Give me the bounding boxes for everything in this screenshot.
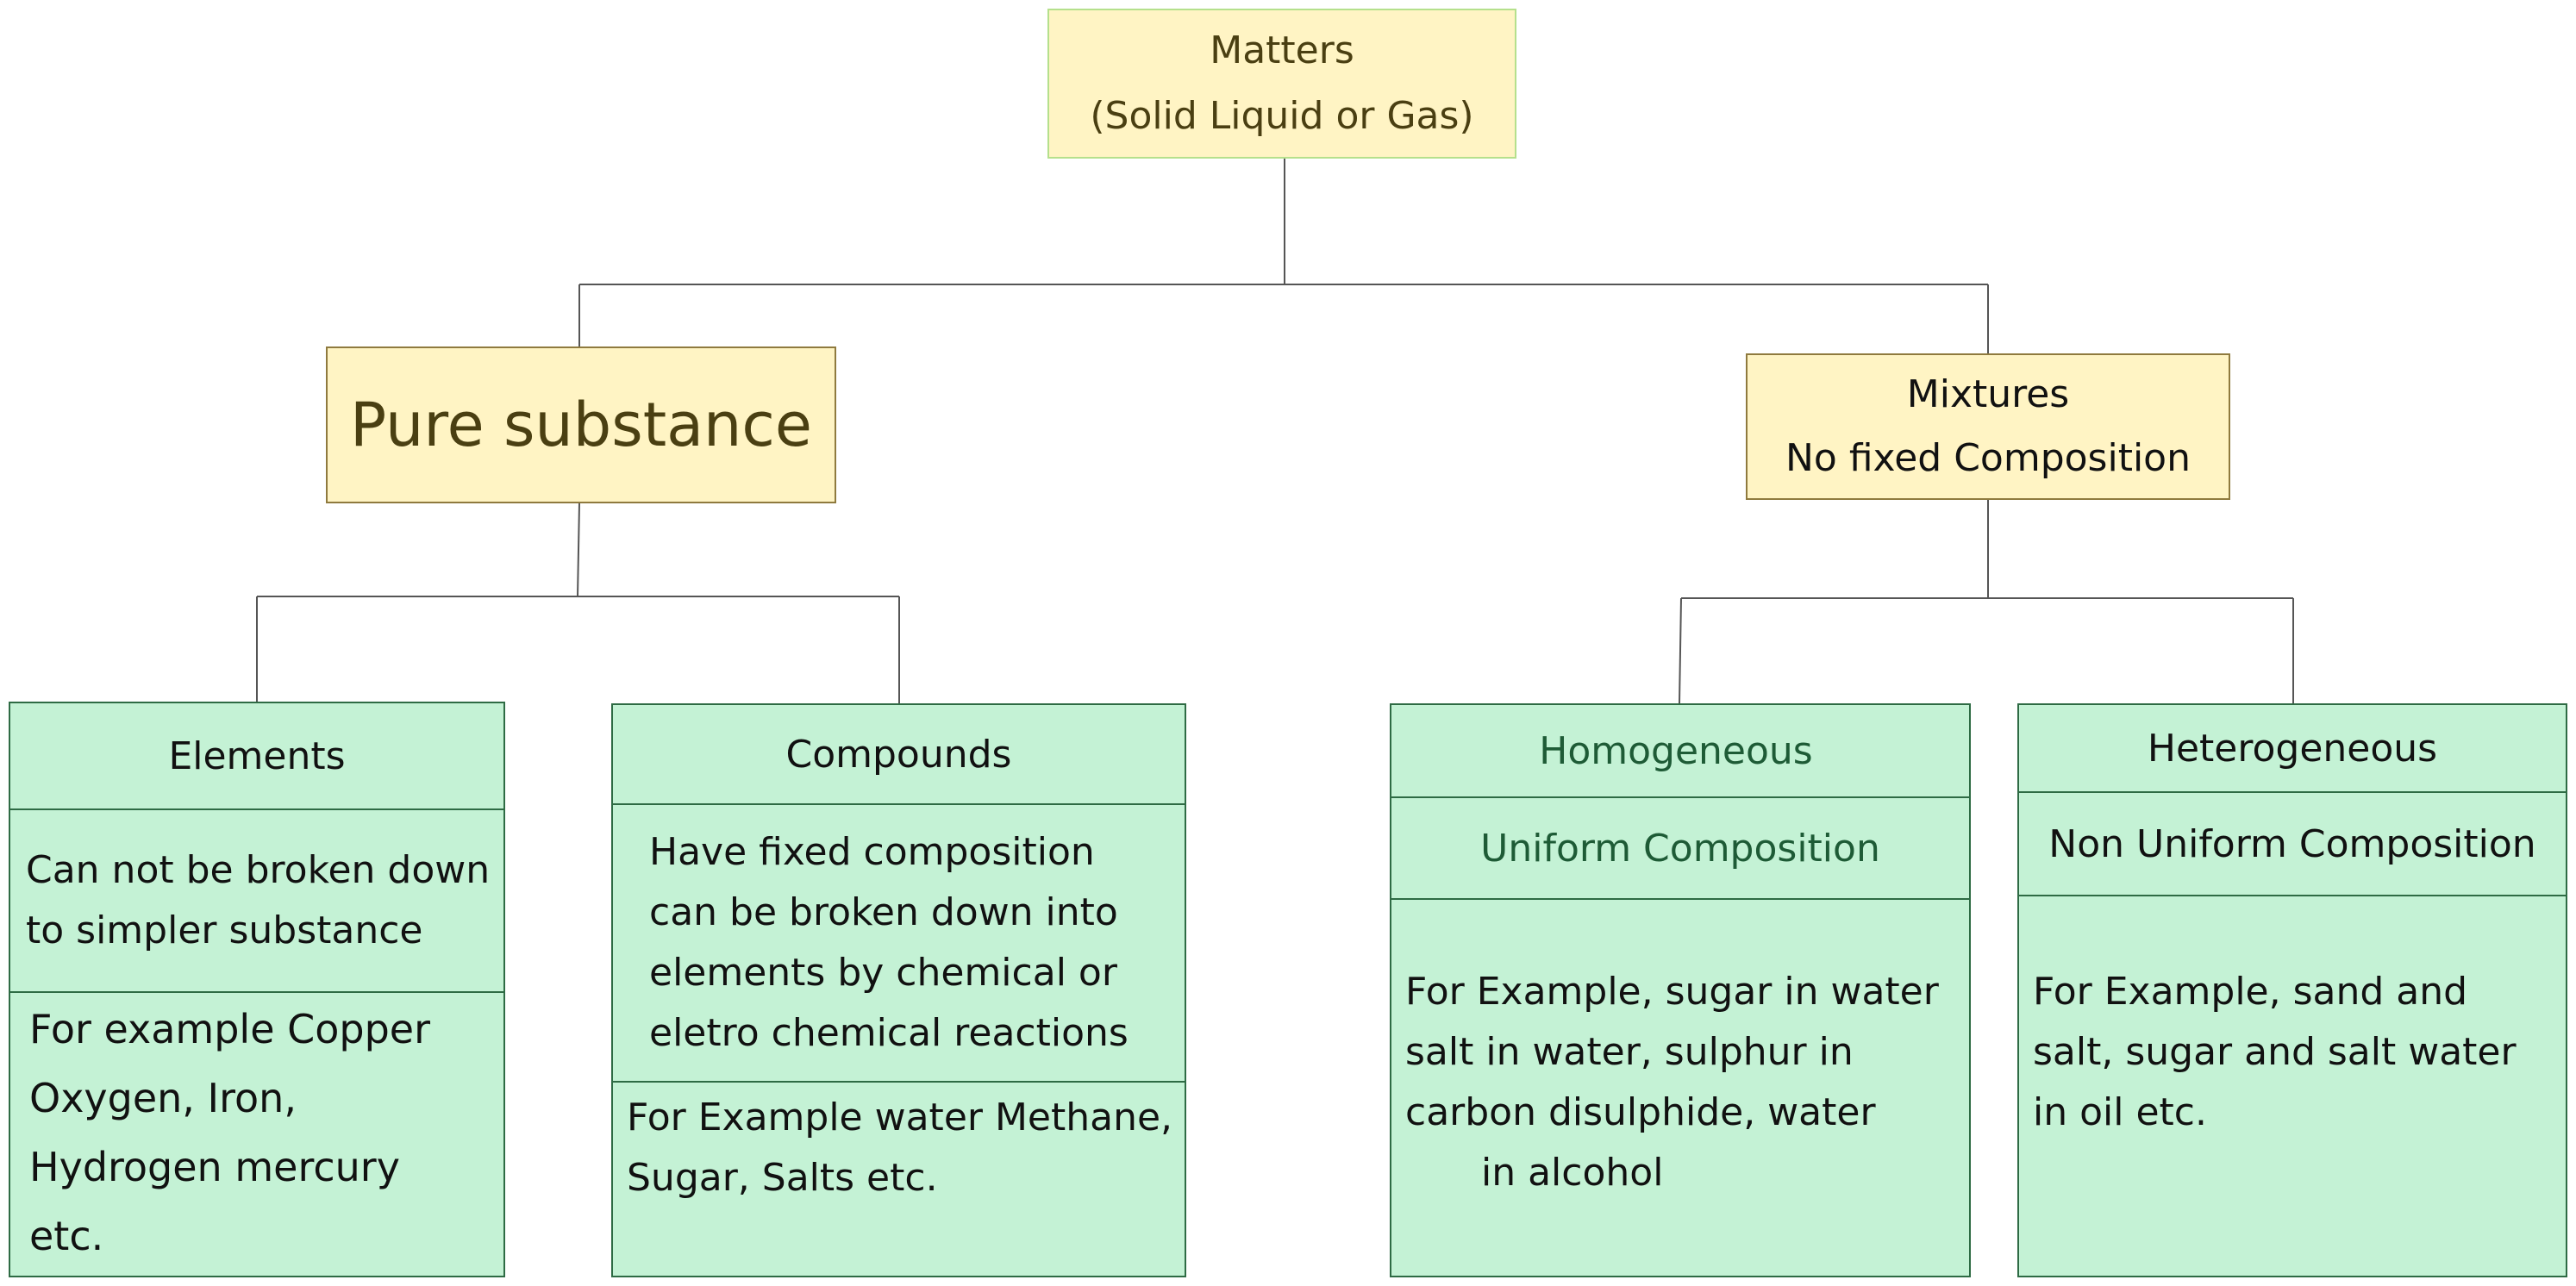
- elements-example-line: Oxygen, Iron,: [29, 1075, 297, 1121]
- compounds-title: Compounds: [785, 732, 1012, 777]
- heterogeneous-desc-line: Non Uniform Composition: [2048, 821, 2536, 866]
- connector-to-homogeneous: [1679, 597, 1682, 704]
- heterogeneous-example-cell: For Example, sand and salt, sugar and sa…: [2019, 896, 2566, 1276]
- compounds-example-cell: For Example water Methane, Sugar, Salts …: [613, 1083, 1185, 1276]
- elements-title: Elements: [168, 734, 346, 778]
- homogeneous-desc-line: Uniform Composition: [1480, 826, 1880, 871]
- homogeneous-example-line: carbon disulphide, water: [1405, 1090, 1876, 1134]
- heterogeneous-node: Heterogeneous Non Uniform Composition Fo…: [2017, 703, 2567, 1277]
- compounds-example-line: For Example water Methane,: [627, 1096, 1173, 1139]
- elements-desc-line: to simpler substance: [26, 908, 423, 952]
- pure-substance-label: Pure substance: [350, 390, 812, 460]
- compounds-example-line: Sugar, Salts etc.: [627, 1156, 938, 1200]
- elements-example-line: For example Copper: [29, 1006, 430, 1052]
- matters-subtitle: (Solid Liquid or Gas): [1090, 94, 1474, 138]
- elements-example-line: etc.: [29, 1213, 104, 1259]
- heterogeneous-example-line: For Example, sand and: [2033, 970, 2468, 1014]
- elements-desc-line: Can not be broken down: [26, 848, 491, 892]
- pure-substance-node: Pure substance: [326, 346, 836, 503]
- mixtures-subtitle: No fixed Composition: [1785, 436, 2191, 480]
- homogeneous-title: Homogeneous: [1539, 728, 1813, 773]
- mixtures-title: Mixtures: [1906, 372, 2070, 416]
- elements-example-cell: For example Copper Oxygen, Iron, Hydroge…: [10, 993, 503, 1276]
- compounds-description-cell: Have fixed composition can be broken dow…: [613, 805, 1185, 1083]
- elements-example-line: Hydrogen mercury: [29, 1144, 400, 1190]
- compounds-desc-line: elements by chemical or: [649, 951, 1117, 995]
- compounds-desc-line: Have fixed composition: [649, 830, 1095, 874]
- heterogeneous-title-cell: Heterogeneous: [2019, 705, 2566, 793]
- compounds-title-cell: Compounds: [613, 705, 1185, 805]
- heterogeneous-example-line: in oil etc.: [2033, 1090, 2207, 1134]
- heterogeneous-example-line: salt, sugar and salt water: [2033, 1030, 2517, 1074]
- elements-description-cell: Can not be broken down to simpler substa…: [10, 810, 503, 993]
- homogeneous-title-cell: Homogeneous: [1391, 705, 1969, 798]
- elements-node: Elements Can not be broken down to simpl…: [9, 702, 505, 1277]
- mixtures-node: Mixtures No fixed Composition: [1746, 353, 2230, 500]
- heterogeneous-description-cell: Non Uniform Composition: [2019, 793, 2566, 896]
- matters-node: Matters (Solid Liquid or Gas): [1047, 9, 1516, 159]
- compounds-node: Compounds Have fixed composition can be …: [611, 703, 1186, 1277]
- matters-title: Matters: [1210, 28, 1354, 72]
- homogeneous-node: Homogeneous Uniform Composition For Exam…: [1390, 703, 1971, 1277]
- homogeneous-example-line: in alcohol: [1481, 1151, 1664, 1195]
- homogeneous-example-cell: For Example, sugar in water salt in wate…: [1391, 900, 1969, 1276]
- homogeneous-example-line: salt in water, sulphur in: [1405, 1030, 1854, 1074]
- elements-title-cell: Elements: [10, 703, 503, 810]
- compounds-desc-line: can be broken down into: [649, 890, 1118, 934]
- connector-pure-stem: [577, 503, 580, 597]
- compounds-desc-line: eletro chemical reactions: [649, 1011, 1129, 1055]
- heterogeneous-title: Heterogeneous: [2147, 726, 2438, 771]
- homogeneous-example-line: For Example, sugar in water: [1405, 970, 1939, 1014]
- homogeneous-description-cell: Uniform Composition: [1391, 798, 1969, 900]
